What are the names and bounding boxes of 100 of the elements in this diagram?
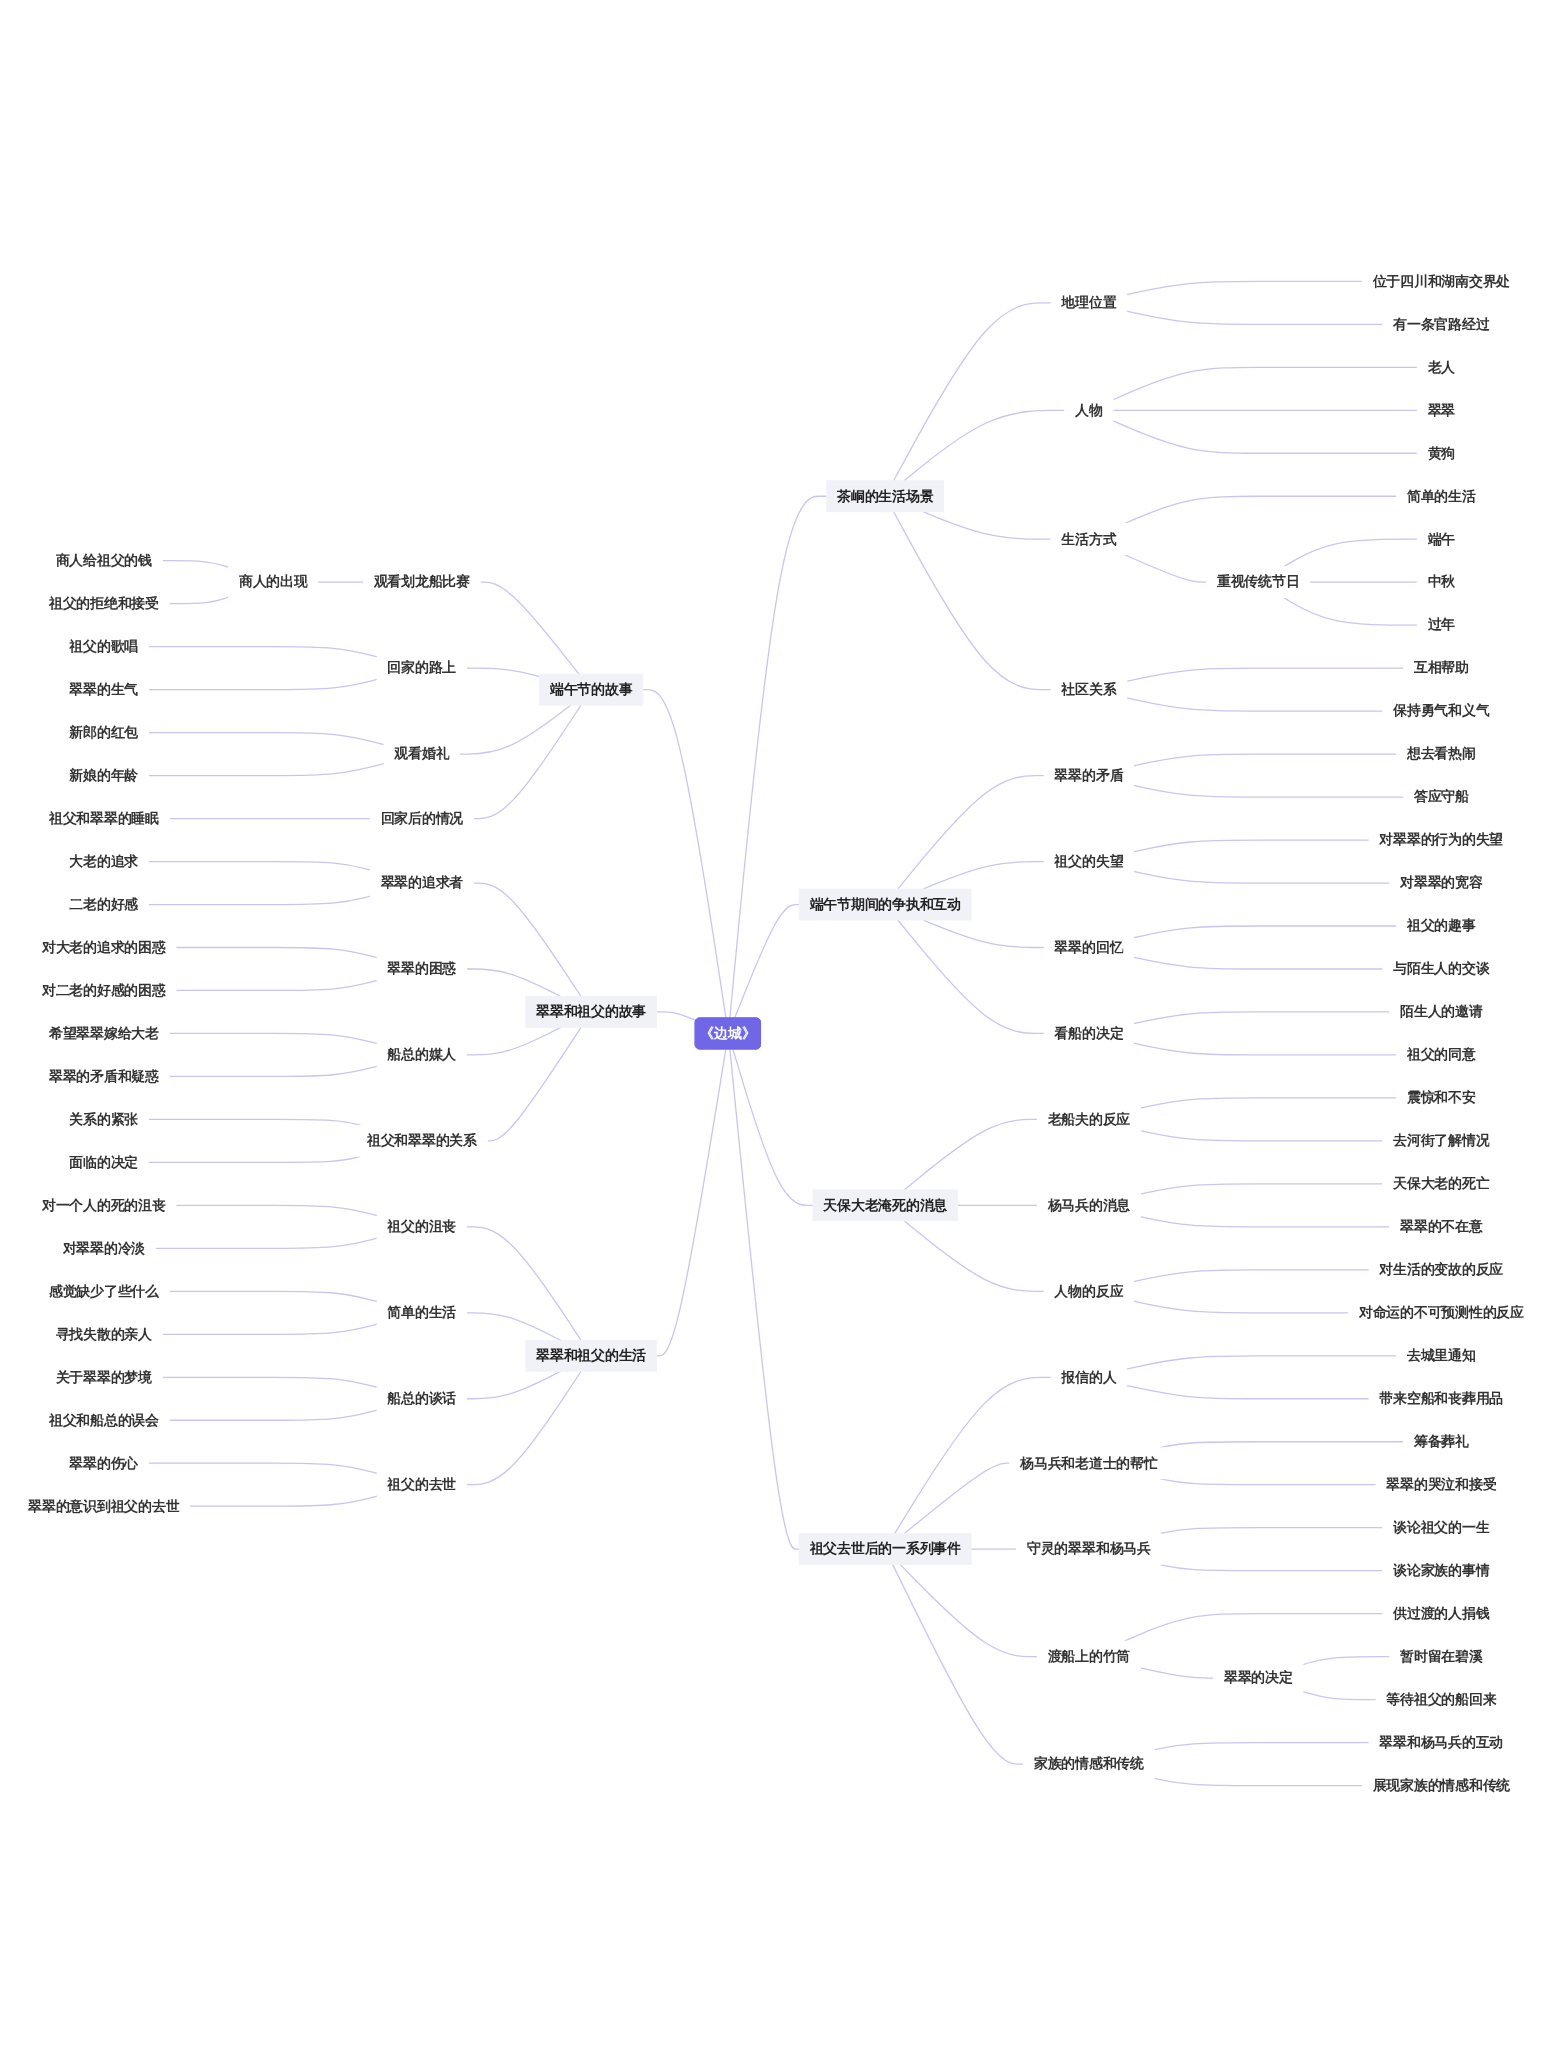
node-text: 对大老的追求的困惑 bbox=[41, 938, 166, 956]
connector bbox=[894, 1376, 1052, 1535]
node-text: 翠翠的回忆 bbox=[1054, 938, 1124, 956]
connector bbox=[465, 1226, 582, 1341]
node-text: 震惊和不安 bbox=[1406, 1089, 1476, 1106]
node-text: 观看划龙船比赛 bbox=[373, 573, 470, 590]
node-text: 翠翠的伤心 bbox=[69, 1454, 139, 1472]
node-text: 与陌生人的交谈 bbox=[1393, 960, 1490, 977]
node-box: 端午节的故事 bbox=[539, 673, 644, 706]
connector bbox=[1132, 925, 1398, 939]
node-box: 翠翠和祖父的生活 bbox=[525, 1339, 657, 1372]
connector bbox=[1132, 956, 1384, 970]
connector bbox=[732, 1048, 814, 1207]
node-text: 祖父的去世 bbox=[387, 1476, 457, 1493]
node-text: 船总的媒人 bbox=[387, 1046, 457, 1063]
connector bbox=[903, 409, 1066, 482]
node-text: 祖父和船总的误会 bbox=[48, 1411, 159, 1429]
node-text: 老人 bbox=[1427, 358, 1456, 376]
connector bbox=[729, 495, 828, 1020]
node-text: 筹备葬礼 bbox=[1413, 1433, 1469, 1450]
node-text: 渡船上的竹筒 bbox=[1047, 1648, 1131, 1665]
connector bbox=[1302, 1656, 1391, 1666]
node-text: 重视传统节日 bbox=[1216, 573, 1300, 590]
connector bbox=[1139, 1130, 1384, 1142]
connector bbox=[970, 1548, 1018, 1550]
node-text: 社区关系 bbox=[1061, 681, 1117, 698]
node-text: 商人给祖父的钱 bbox=[55, 552, 152, 569]
node-text: 过年 bbox=[1427, 616, 1456, 633]
connector bbox=[1126, 280, 1363, 296]
connector bbox=[655, 1011, 697, 1022]
node-box: 祖父去世后的一系列事件 bbox=[798, 1533, 972, 1566]
connector bbox=[459, 704, 572, 755]
connector bbox=[903, 1220, 1045, 1292]
node-text: 翠翠的矛盾 bbox=[1054, 767, 1124, 784]
node-text: 翠翠的生气 bbox=[69, 681, 139, 698]
node-box: 端午节期间的争执和互动 bbox=[798, 888, 972, 921]
connector bbox=[465, 1370, 582, 1486]
node-text: 陌生人的邀请 bbox=[1400, 1003, 1483, 1020]
connector bbox=[733, 903, 800, 1020]
node-text: 希望翠翠嫁给大老 bbox=[48, 1024, 159, 1042]
connector bbox=[1132, 784, 1405, 798]
node-text: 谈论祖父的一生 bbox=[1393, 1519, 1490, 1536]
node-text: 船总的谈话 bbox=[387, 1390, 457, 1407]
node-text: 大老的追求 bbox=[69, 852, 139, 870]
connector bbox=[1132, 839, 1370, 853]
node-text: 新娘的年龄 bbox=[69, 767, 139, 784]
node-text: 新郎的红包 bbox=[69, 724, 139, 741]
node-text: 杨马兵的消息 bbox=[1047, 1196, 1131, 1214]
connector bbox=[1132, 1300, 1350, 1314]
node-text: 翠翠的矛盾和疑惑 bbox=[48, 1067, 159, 1085]
node-text: 人物的反应 bbox=[1054, 1282, 1124, 1300]
connector bbox=[168, 1065, 378, 1078]
connector bbox=[1126, 697, 1384, 712]
node-text: 看船的决定 bbox=[1054, 1024, 1124, 1042]
node-text: 翠翠和杨马兵的互动 bbox=[1379, 1734, 1504, 1751]
connector bbox=[1139, 1183, 1384, 1195]
connector bbox=[729, 1048, 800, 1550]
node-text: 老船夫的反应 bbox=[1047, 1110, 1131, 1128]
connector bbox=[486, 1026, 582, 1142]
connector bbox=[1126, 1384, 1370, 1400]
connector bbox=[465, 1312, 562, 1341]
connector bbox=[1123, 554, 1208, 583]
node-text: 地理位置 bbox=[1061, 294, 1117, 311]
node-text: 去城里通知 bbox=[1406, 1347, 1476, 1364]
connector bbox=[1309, 581, 1418, 583]
connector bbox=[161, 1323, 378, 1335]
node-text: 回家的路上 bbox=[387, 659, 457, 676]
node-text: 家族的情感和传统 bbox=[1033, 1755, 1144, 1772]
node-box: 翠翠和祖父的故事 bbox=[525, 996, 657, 1028]
connector bbox=[154, 1237, 378, 1250]
node-text: 二老的好感 bbox=[69, 895, 139, 913]
connector bbox=[147, 763, 385, 777]
connector bbox=[175, 979, 378, 992]
node-text: 中秋 bbox=[1427, 573, 1456, 590]
node-text: 对生活的变故的反应 bbox=[1379, 1261, 1504, 1278]
node-text: 简单的生活 bbox=[387, 1304, 457, 1321]
connector bbox=[161, 1376, 378, 1389]
connector bbox=[465, 667, 541, 678]
connector bbox=[175, 1204, 378, 1217]
connector bbox=[1132, 1269, 1370, 1283]
node-text: 对翠翠的宽容 bbox=[1400, 874, 1483, 891]
node-text: 翠翠的不在意 bbox=[1400, 1218, 1483, 1235]
connector bbox=[1126, 310, 1384, 325]
node-text: 守灵的翠翠和杨马兵 bbox=[1026, 1540, 1151, 1557]
node-text: 祖父的同意 bbox=[1406, 1046, 1476, 1063]
node-text: 祖父的趣事 bbox=[1406, 917, 1476, 934]
node-text: 端午 bbox=[1427, 530, 1456, 547]
connector bbox=[956, 1204, 1038, 1207]
node-text: 祖父的沮丧 bbox=[387, 1218, 457, 1235]
connector bbox=[1132, 1011, 1391, 1025]
connector bbox=[168, 1290, 378, 1303]
connector bbox=[899, 1564, 1038, 1658]
connector bbox=[147, 646, 378, 658]
connector bbox=[465, 968, 562, 998]
node-text: 面临的决定 bbox=[69, 1153, 139, 1171]
node-box: 天保大老淹死的消息 bbox=[812, 1189, 958, 1222]
node-text: 祖父的失望 bbox=[1054, 852, 1124, 870]
connector bbox=[1139, 1667, 1215, 1679]
node-text: 祖父的歌唱 bbox=[69, 638, 139, 655]
connector bbox=[922, 511, 1052, 540]
